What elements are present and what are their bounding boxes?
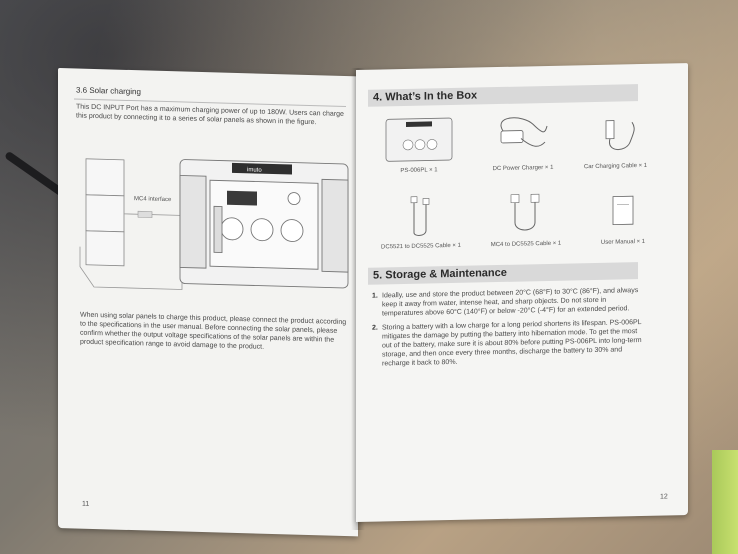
item-label: PS-006PL × 1 — [400, 167, 438, 175]
item-mc4-cable: MC4 to DC5525 Cable × 1 — [476, 191, 576, 248]
mc4-label: MC4 interface — [134, 196, 172, 203]
storage-list: 1. Ideally, use and store the product be… — [372, 286, 647, 374]
storage-heading-bar: 5. Storage & Maintenance — [368, 262, 638, 285]
power-station-icon — [385, 117, 453, 162]
item-car-cable: Car Charging Cable × 1 — [568, 112, 663, 171]
item-manual: User Manual × 1 — [578, 189, 668, 246]
mc4-cable-icon — [510, 193, 540, 231]
box-heading: 4. What’s In the Box — [373, 89, 478, 104]
item-label: Car Charging Cable × 1 — [583, 162, 648, 171]
item-label: User Manual × 1 — [600, 238, 646, 246]
solar-note: When using solar panels to charge this p… — [80, 311, 347, 351]
brand-label: imuto — [247, 167, 262, 173]
open-manual: 3.6 Solar charging This DC INPUT Port ha… — [58, 63, 688, 537]
item-dc-charger: DC Power Charger × 1 — [478, 114, 568, 173]
page-number-left: 11 — [82, 500, 90, 508]
section-title: 3.6 Solar charging — [76, 85, 141, 97]
list-item: 2. Storing a battery with a low charge f… — [372, 319, 642, 368]
solar-charging-diagram: MC4 interface imuto — [79, 158, 349, 290]
solar-panels — [85, 158, 125, 267]
dc-cable-icon — [410, 196, 430, 236]
item-power-station: PS-006PL × 1 — [378, 116, 460, 175]
right-page: 4. What’s In the Box PS-006PL × 1 DC Pow… — [356, 63, 688, 522]
box-heading-bar: 4. What’s In the Box — [368, 84, 638, 107]
item-dc-cable: DC5521 to DC5525 Cable × 1 — [366, 193, 476, 250]
power-station-drawing — [179, 159, 349, 289]
page-number-right: 12 — [660, 493, 668, 501]
green-object — [712, 450, 738, 554]
manual-icon — [612, 195, 634, 226]
car-cable-icon — [605, 120, 635, 151]
left-page: 3.6 Solar charging This DC INPUT Port ha… — [58, 68, 358, 537]
item-label: MC4 to DC5525 Cable × 1 — [490, 240, 562, 249]
item-label: DC Power Charger × 1 — [492, 164, 554, 173]
item-label: DC5521 to DC5525 Cable × 1 — [381, 242, 461, 251]
list-item: 1. Ideally, use and store the product be… — [372, 287, 639, 318]
storage-heading: 5. Storage & Maintenance — [373, 266, 507, 282]
dc-charger-icon — [500, 117, 548, 147]
intro-paragraph: This DC INPUT Port has a maximum chargin… — [76, 103, 344, 127]
